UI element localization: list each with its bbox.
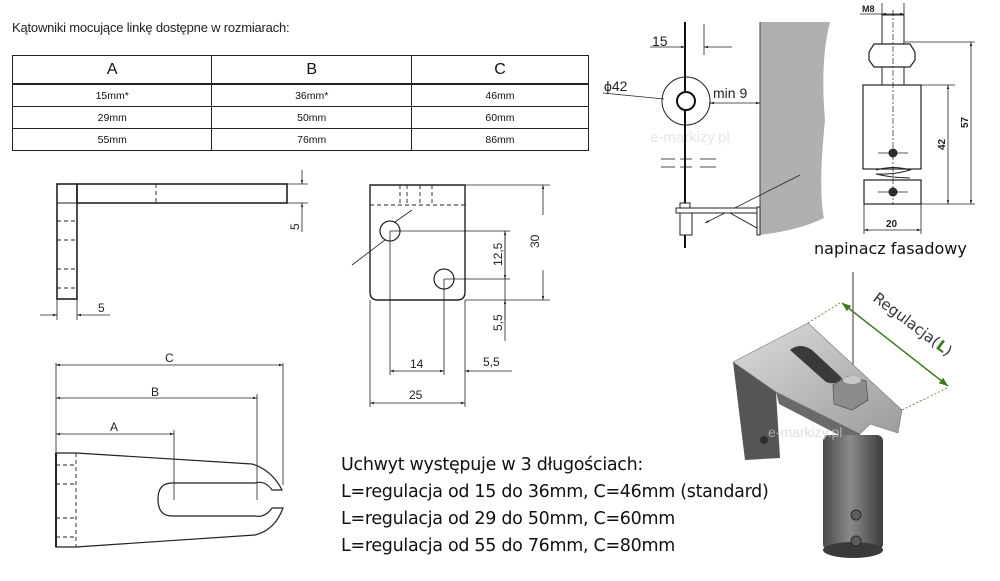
regulation-arrow [841, 302, 949, 387]
dim-b: B [151, 385, 159, 399]
nut [868, 43, 916, 68]
dim-min: min 9 [713, 85, 747, 101]
plate-view: 30 12,5 5,5 14 5,5 25 [351, 184, 550, 407]
vertical-leg [56, 183, 78, 300]
wall [760, 22, 830, 235]
mini-bracket [675, 202, 761, 236]
page-title: Kątowniki mocujące linkę dostępne w rozm… [12, 20, 290, 35]
dim-thickness-v: 5 [98, 301, 105, 315]
dimension-lines [55, 363, 284, 500]
table-row: 15mm* 36mm* 46mm [11, 83, 590, 107]
dim-bottom: 5,5 [491, 314, 505, 331]
angle-side-view: 5 5 [40, 170, 308, 320]
description-heading: Uchwyt występuje w 3 długościach: [341, 455, 644, 475]
description-line: L=regulacja od 29 do 50mm, C=60mm [341, 509, 675, 529]
tensioner-cylinder [823, 435, 883, 550]
dim-right: 5,5 [483, 355, 500, 369]
dim-diameter: ϕ42 [604, 78, 628, 94]
tensioner-drawing: M8 57 42 20 [860, 3, 975, 234]
dim-a: A [110, 420, 118, 434]
dim-width: 25 [409, 388, 423, 402]
table-cell: 46mm [410, 83, 590, 107]
table-header-row: A B C [11, 55, 590, 85]
regulation-label: Regulacja(L) [870, 289, 956, 360]
dim-hole-spacing-v: 12,5 [491, 242, 505, 266]
watermark: e-markizy.pl [650, 129, 730, 146]
dim-hole-spacing-h: 14 [410, 357, 424, 371]
dim-total: 57 [960, 116, 971, 128]
table-cell: 55mm [11, 128, 213, 151]
table-row: 55mm 76mm 86mm [11, 128, 590, 151]
dimension-lines [860, 3, 975, 234]
dim-offset: 15 [652, 33, 668, 49]
dim-height: 30 [528, 234, 542, 248]
size-table: A B C 15mm* 36mm* 46mm 29mm 50mm 60mm 55… [11, 55, 590, 151]
table-cell: 50mm [211, 106, 412, 129]
tensioner-caption: napinacz fasadowy [814, 239, 967, 258]
description-line: L=regulacja od 15 do 36mm, C=46mm (stand… [341, 482, 769, 502]
table-cell: 86mm [410, 128, 590, 151]
dimension-lines [602, 24, 801, 224]
description-block: Uchwyt występuje w 3 długościach: L=regu… [341, 452, 769, 560]
column-header-b: B [211, 55, 412, 85]
dim-thickness-h: 5 [288, 223, 302, 230]
bracket-top-view: C B A [55, 351, 284, 548]
table-cell: 76mm [211, 128, 412, 151]
dim-thread: M8 [862, 4, 875, 14]
watermark-3d: e-markizy.pl [768, 424, 842, 440]
dim-width: 20 [886, 219, 898, 230]
dim-body: 42 [937, 138, 948, 150]
dim-c: C [165, 351, 174, 365]
column-header-c: C [410, 55, 590, 85]
dimension-lines [40, 170, 308, 320]
column-header-a: A [11, 55, 213, 85]
diameter-circle [661, 76, 711, 126]
wire-view: e-markizy.pl 15 ϕ42 min 9 [602, 22, 830, 248]
bracket-3d-render: e-markizy.pl Regulacja(L) [732, 272, 956, 558]
bracket-back-plate [733, 362, 780, 460]
horizontal-leg [76, 183, 288, 204]
description-line: L=regulacja od 55 do 76mm, C=80mm [341, 536, 675, 556]
dimension-lines [351, 184, 550, 407]
